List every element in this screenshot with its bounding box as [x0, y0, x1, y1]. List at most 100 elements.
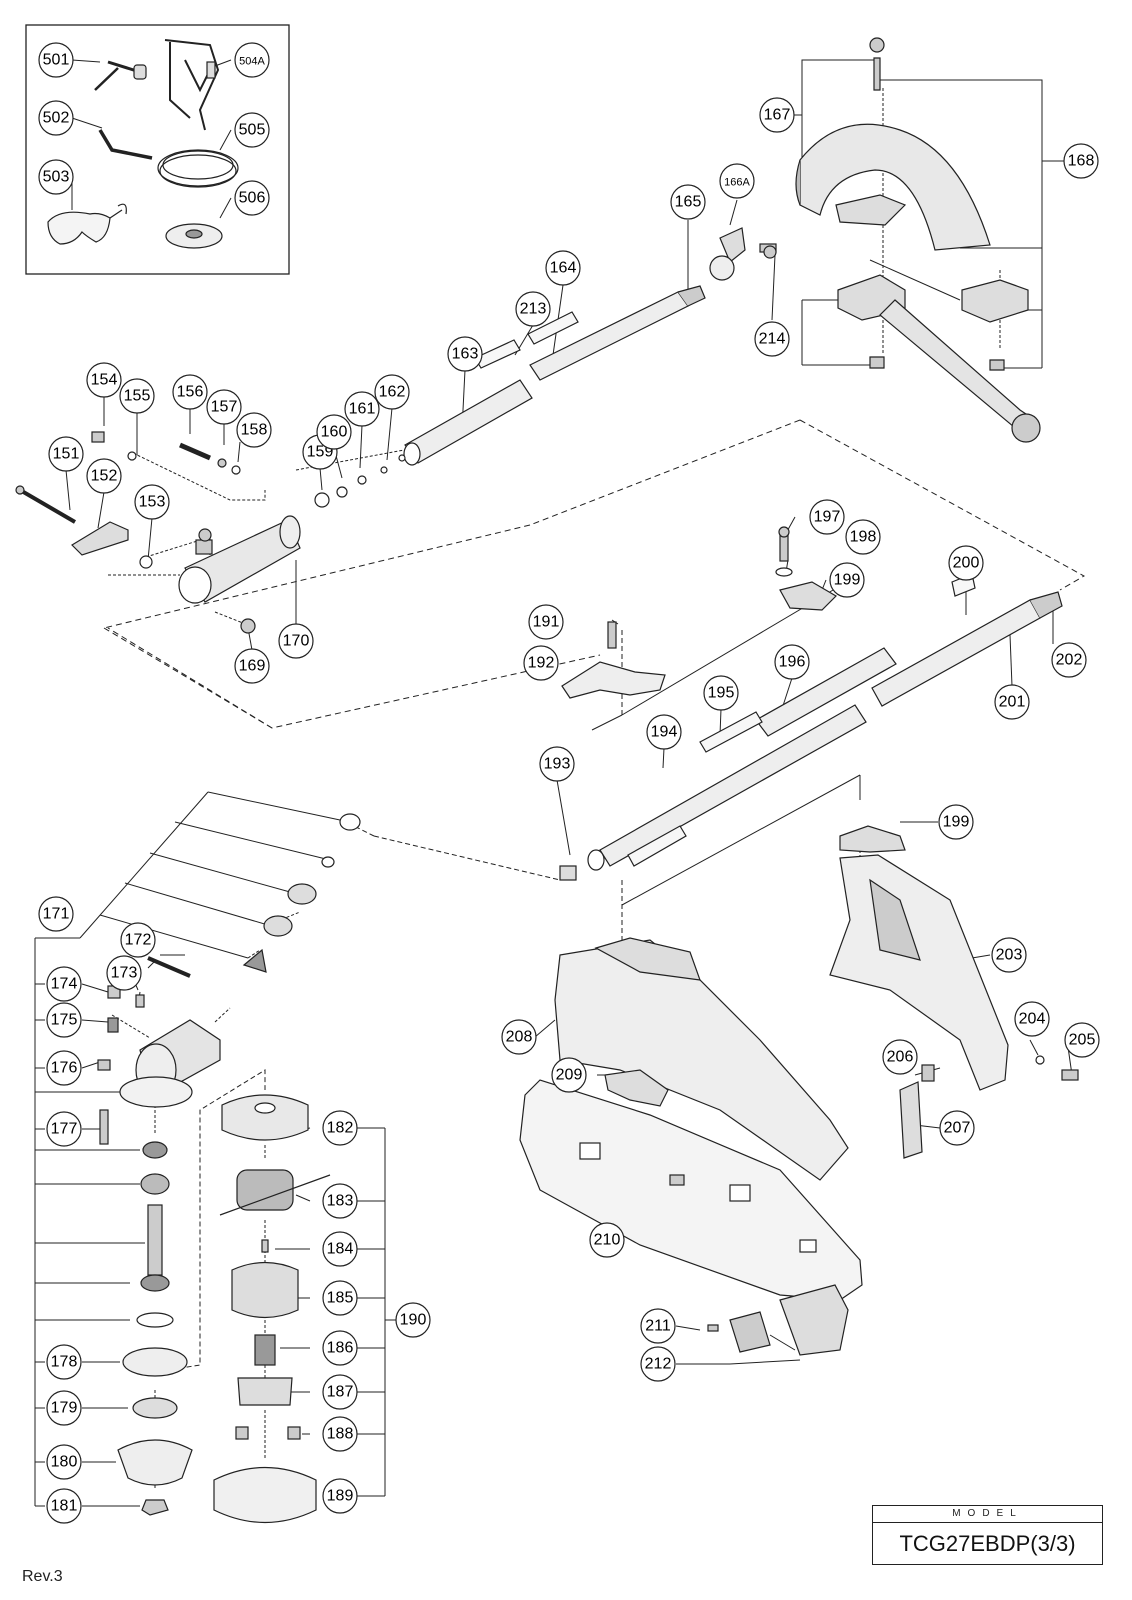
callout-label: 207 — [944, 1120, 971, 1137]
callout-203: 203 — [991, 937, 1027, 973]
callout-200: 200 — [948, 545, 984, 581]
callout-505: 505 — [234, 112, 270, 148]
callout-182: 182 — [322, 1110, 358, 1146]
callout-circle — [234, 648, 270, 684]
callout-label: 169 — [239, 658, 266, 675]
outer-pipe-163 — [403, 379, 533, 466]
callout-label: 505 — [239, 122, 266, 139]
callout-circle — [38, 100, 74, 136]
callout-501: 501 — [38, 42, 74, 78]
callout-circle — [236, 412, 272, 448]
callout-label: 191 — [533, 614, 560, 631]
callout-label: 200 — [953, 555, 980, 572]
callout-199: 199 — [829, 562, 865, 598]
callout-label: 155 — [124, 388, 151, 405]
callout-label: 501 — [43, 52, 70, 69]
callout-circle — [589, 1222, 625, 1258]
callout-circle — [991, 937, 1027, 973]
callout-197: 197 — [809, 499, 845, 535]
callout-211: 211 — [640, 1308, 676, 1344]
callout-502: 502 — [38, 100, 74, 136]
washer-506 — [165, 223, 223, 249]
callout-circle — [46, 966, 82, 1002]
callout-label: 199 — [943, 814, 970, 831]
callout-circle — [551, 1057, 587, 1093]
callout-167: 167 — [759, 97, 795, 133]
callout-label: 156 — [177, 384, 204, 401]
callout-504A: 504A — [234, 42, 270, 78]
callout-circle — [344, 391, 380, 427]
callout-label: 182 — [327, 1120, 354, 1137]
callout-168: 168 — [1063, 143, 1099, 179]
callout-circle — [234, 42, 270, 78]
callout-label: 214 — [759, 331, 786, 348]
harness-504A — [164, 39, 220, 131]
cover-210 — [519, 1079, 863, 1301]
callout-157: 157 — [206, 389, 242, 425]
callout-label: 177 — [51, 1121, 78, 1138]
callout-192: 192 — [523, 645, 559, 681]
callout-503: 503 — [38, 159, 74, 195]
callout-circle — [316, 414, 352, 450]
callout-label: 188 — [327, 1426, 354, 1443]
callout-label: 183 — [327, 1193, 354, 1210]
callout-label: 152 — [91, 468, 118, 485]
callout-circle — [640, 1308, 676, 1344]
callout-label: 206 — [887, 1049, 914, 1066]
handle-167-168 — [795, 37, 1041, 443]
callout-circle — [322, 1330, 358, 1366]
callout-circle — [670, 184, 706, 220]
callout-label: 211 — [645, 1318, 671, 1335]
callout-label: 153 — [139, 494, 166, 511]
callout-circle — [46, 1111, 82, 1147]
callout-circle — [774, 644, 810, 680]
callout-circle — [119, 378, 155, 414]
callout-label: 178 — [51, 1354, 78, 1371]
callout-label: 170 — [283, 633, 310, 650]
callout-circle — [447, 336, 483, 372]
gear-case-group — [97, 813, 361, 1516]
callout-circle — [1063, 143, 1099, 179]
bracket-203 — [829, 854, 1009, 1091]
callout-circle — [1051, 642, 1087, 678]
callout-circle — [646, 714, 682, 750]
callout-191: 191 — [528, 604, 564, 640]
model-label: MODEL — [873, 1506, 1102, 1523]
callout-circle — [809, 499, 845, 535]
callout-circle — [994, 684, 1030, 720]
callout-label: 166A — [724, 177, 750, 189]
lever-152 — [71, 521, 129, 556]
callout-155: 155 — [119, 378, 155, 414]
callout-circle — [46, 1002, 82, 1038]
outer-pipe-165 — [529, 285, 706, 381]
callout-156: 156 — [172, 374, 208, 410]
callout-circle — [48, 436, 84, 472]
callout-label: 205 — [1069, 1032, 1096, 1049]
callout-label: 162 — [379, 384, 406, 401]
callout-label: 194 — [651, 724, 678, 741]
callout-label: 180 — [51, 1454, 78, 1471]
clamp-192 — [561, 661, 666, 699]
callout-label: 175 — [51, 1012, 78, 1029]
callout-circle — [46, 1488, 82, 1524]
callout-label: 172 — [125, 932, 152, 949]
callout-circle — [120, 922, 156, 958]
callout-circle — [278, 623, 314, 659]
callout-circle — [322, 1280, 358, 1316]
callout-175: 175 — [46, 1002, 82, 1038]
callout-circle — [38, 159, 74, 195]
callout-171: 171 — [38, 896, 74, 932]
callout-210: 210 — [589, 1222, 625, 1258]
callout-circle — [46, 1444, 82, 1480]
callout-165: 165 — [670, 184, 706, 220]
callout-circle — [515, 291, 551, 327]
callout-circle — [939, 1110, 975, 1146]
callout-circle — [46, 1344, 82, 1380]
callout-label: 504A — [239, 56, 265, 68]
callout-circle — [322, 1110, 358, 1146]
callout-158: 158 — [236, 412, 272, 448]
callout-circle — [234, 112, 270, 148]
callout-circle — [106, 955, 142, 991]
label-194 — [627, 825, 687, 867]
